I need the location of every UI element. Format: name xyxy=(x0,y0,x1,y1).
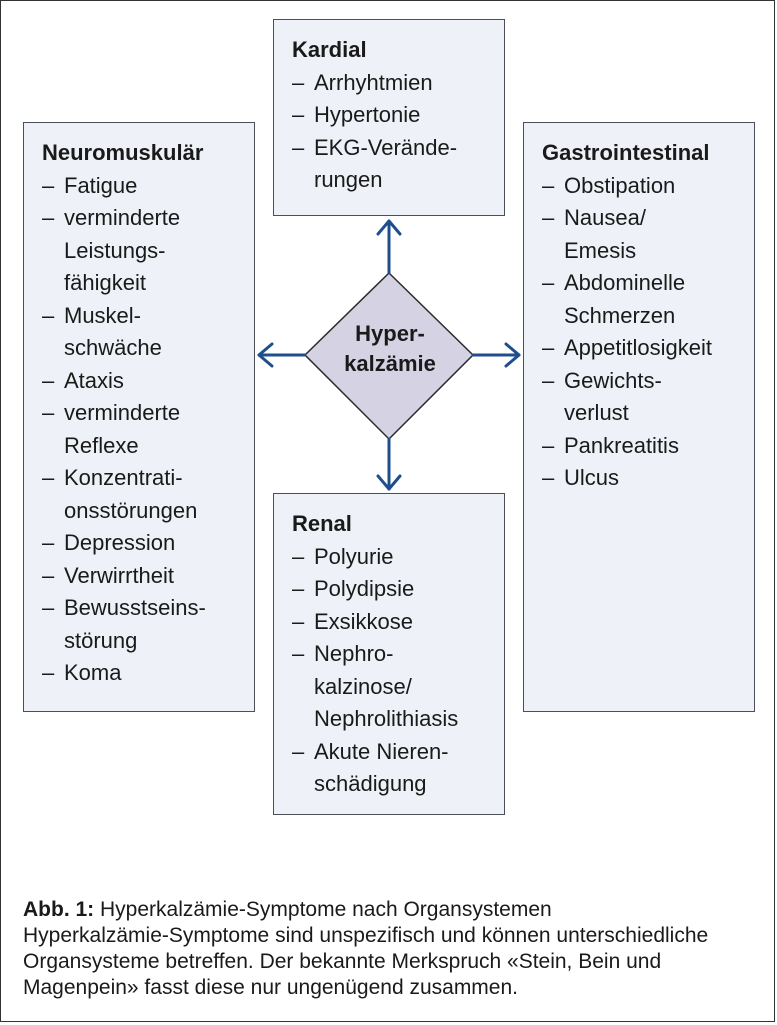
symptom-item: Fatigue xyxy=(42,170,236,203)
symptom-item: Arrhyhtmien xyxy=(292,67,486,100)
symptom-item: Koma xyxy=(42,657,236,690)
caption-text: Hyperkalzämie-Symptome sind unspezifisch… xyxy=(23,924,709,999)
symptom-item: Bewusstseins- störung xyxy=(42,592,236,657)
box-neuromuskulaer: Neuromuskulär Fatigueverminderte Leistun… xyxy=(23,122,255,712)
box-title: Kardial xyxy=(292,37,367,62)
symptom-item: Gewichts- verlust xyxy=(542,365,736,430)
box-gastrointestinal: Gastrointestinal ObstipationNausea/ Emes… xyxy=(523,122,755,712)
symptom-item: verminderte Reflexe xyxy=(42,397,236,462)
symptom-list: ObstipationNausea/ EmesisAbdominelle Sch… xyxy=(542,170,736,495)
symptom-item: Ulcus xyxy=(542,462,736,495)
arrow-right xyxy=(471,342,521,368)
center-label: Hyper- kalzämie xyxy=(344,321,436,376)
symptom-list: Fatigueverminderte Leistungs- fähigkeitM… xyxy=(42,170,236,690)
symptom-item: verminderte Leistungs- fähigkeit xyxy=(42,202,236,300)
symptom-item: Verwirrtheit xyxy=(42,560,236,593)
box-title: Renal xyxy=(292,511,352,536)
arrow-up xyxy=(376,219,402,275)
box-renal: Renal PolyuriePolydipsieExsikkoseNephro-… xyxy=(273,493,505,815)
figure-caption: Abb. 1: Hyperkalzämie-Symptome nach Orga… xyxy=(23,897,763,1001)
symptom-item: Konzentrati- onsstörungen xyxy=(42,462,236,527)
symptom-list: ArrhyhtmienHypertonieEKG-Verände- rungen xyxy=(292,67,486,197)
symptom-item: Nephro- kalzinose/ Nephrolithiasis xyxy=(292,638,486,736)
box-kardial: Kardial ArrhyhtmienHypertonieEKG-Verände… xyxy=(273,19,505,216)
symptom-item: Akute Nieren- schädigung xyxy=(292,736,486,801)
symptom-item: Polydipsie xyxy=(292,573,486,606)
symptom-item: Ataxis xyxy=(42,365,236,398)
box-title: Neuromuskulär xyxy=(42,140,204,165)
caption-title: Hyperkalzämie-Symptome nach Organsysteme… xyxy=(100,898,552,921)
symptom-item: EKG-Verände- rungen xyxy=(292,132,486,197)
symptom-item: Appetitlosigkeit xyxy=(542,332,736,365)
arrow-left xyxy=(257,342,307,368)
symptom-item: Abdominelle Schmerzen xyxy=(542,267,736,332)
symptom-item: Polyurie xyxy=(292,541,486,574)
symptom-list: PolyuriePolydipsieExsikkoseNephro- kalzi… xyxy=(292,541,486,801)
caption-label: Abb. 1: xyxy=(23,898,95,921)
symptom-item: Pankreatitis xyxy=(542,430,736,463)
symptom-item: Hypertonie xyxy=(292,99,486,132)
symptom-item: Obstipation xyxy=(542,170,736,203)
symptom-item: Exsikkose xyxy=(292,606,486,639)
box-title: Gastrointestinal xyxy=(542,140,710,165)
symptom-item: Depression xyxy=(42,527,236,560)
symptom-item: Nausea/ Emesis xyxy=(542,202,736,267)
arrow-down xyxy=(376,437,402,491)
symptom-item: Muskel- schwäche xyxy=(42,300,236,365)
